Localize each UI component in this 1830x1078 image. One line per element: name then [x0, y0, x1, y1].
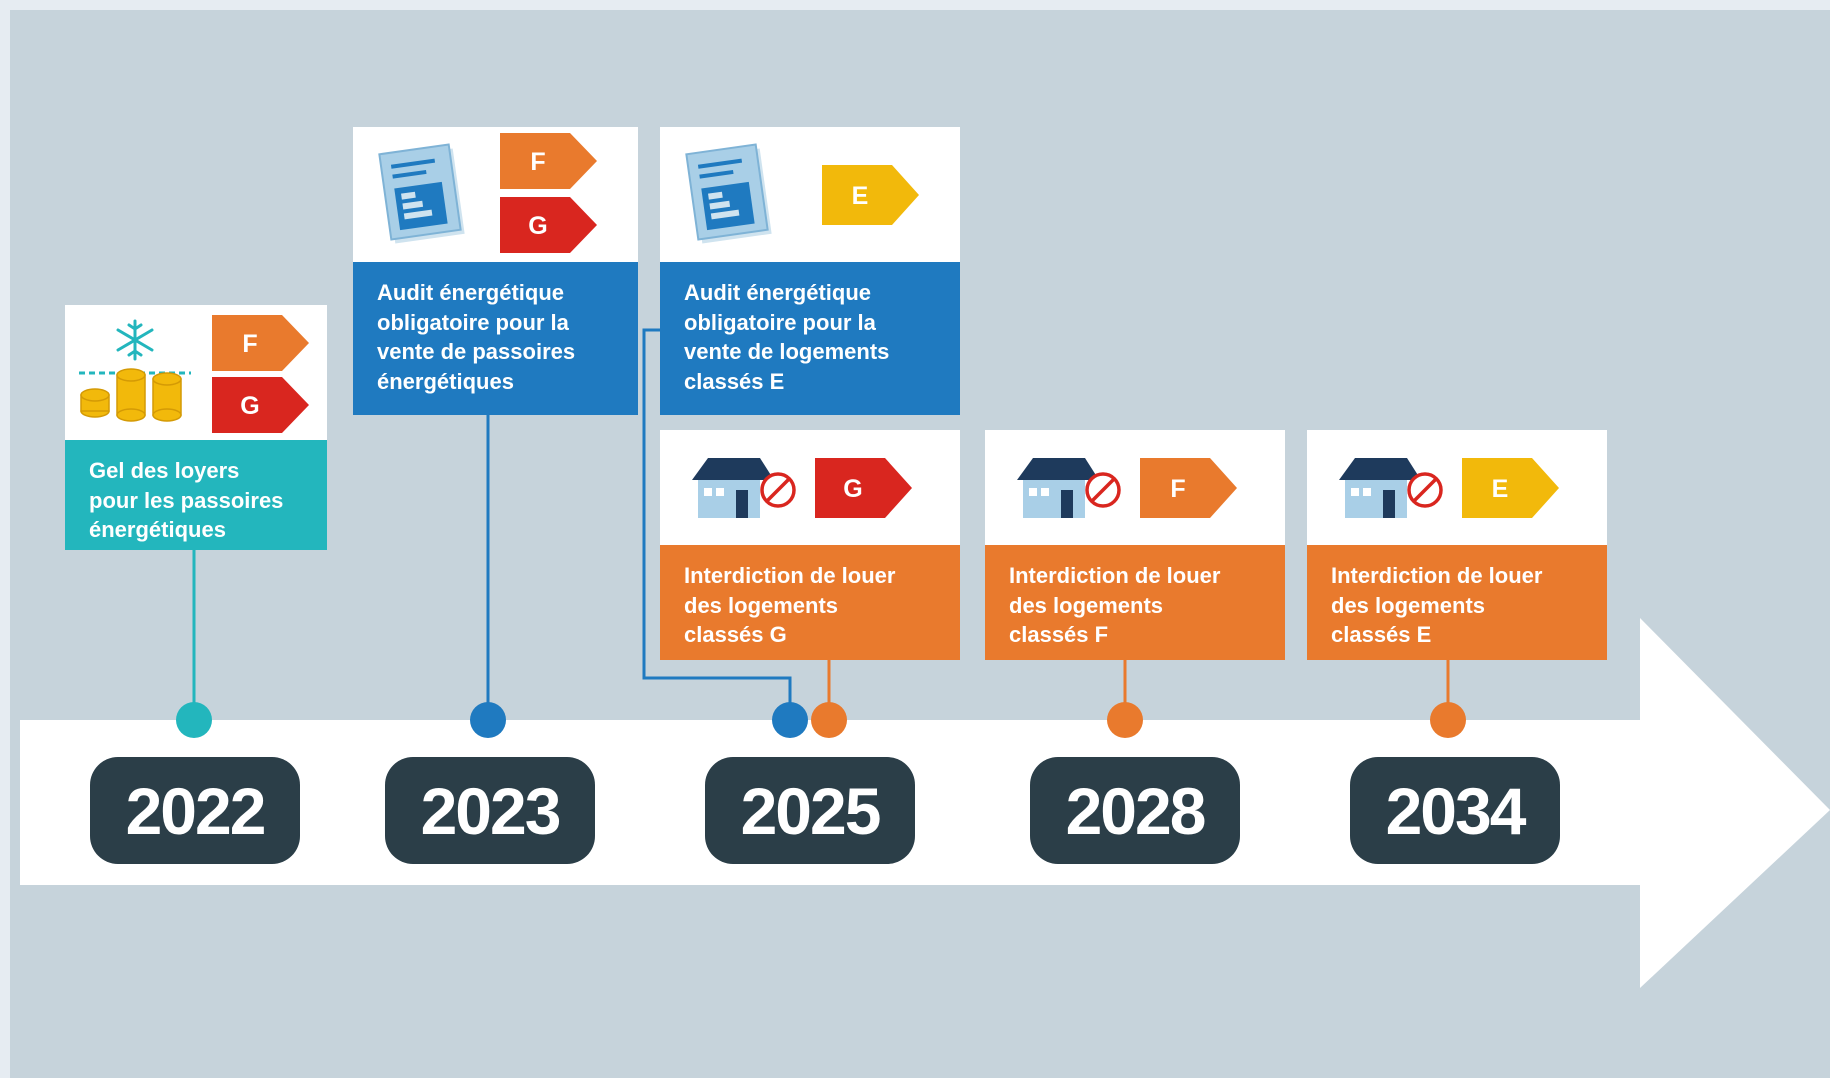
svg-text:F: F: [1170, 475, 1185, 503]
house-prohibited-icon: [692, 458, 796, 518]
card-text: Gel des loyers pour les passoires énergé…: [65, 440, 327, 550]
timeline-graphics: [20, 328, 1830, 988]
card-rent-ban-g: G Interdiction de louer des logements cl…: [660, 430, 960, 660]
svg-text:F: F: [242, 330, 257, 358]
energy-label-e: E: [1462, 458, 1559, 518]
energy-audit-document-icon: [378, 143, 465, 244]
energy-label-g: G: [815, 458, 912, 518]
svg-text:G: G: [843, 475, 862, 503]
card-text: Audit énergétique obligatoire pour la ve…: [660, 262, 960, 415]
year-badge-2022: 2022: [90, 757, 300, 864]
card-text: Interdiction de louer des logements clas…: [985, 545, 1285, 660]
year-badge-2025: 2025: [705, 757, 915, 864]
timeline-dot-2025-rent: [811, 702, 847, 738]
connector-line-2025-audit: [642, 328, 792, 718]
energy-label-g: G: [500, 197, 597, 253]
card-icon-area: E: [1307, 430, 1607, 545]
year-badge-2034: 2034: [1350, 757, 1560, 864]
card-audit-fg: F G Audit énergétique obligatoire pour l…: [353, 127, 638, 415]
energy-audit-document-icon: [685, 143, 772, 244]
svg-text:G: G: [240, 392, 259, 420]
card-rent-ban-f: F Interdiction de louer des logements cl…: [985, 430, 1285, 660]
card-icon-area: G: [660, 430, 960, 545]
frozen-coins-icon: [79, 319, 191, 422]
timeline-dot-2025-audit: [772, 702, 808, 738]
svg-text:E: E: [1492, 475, 1509, 503]
timeline-dot-2023: [470, 702, 506, 738]
card-text: Interdiction de louer des logements clas…: [660, 545, 960, 660]
timeline-arrow: [20, 618, 1830, 988]
card-audit-e: E Audit énergétique obligatoire pour la …: [660, 127, 960, 415]
card-text: Audit énergétique obligatoire pour la ve…: [353, 262, 638, 415]
year-badge-2023: 2023: [385, 757, 595, 864]
svg-text:E: E: [852, 182, 869, 210]
energy-label-f: F: [1140, 458, 1237, 518]
energy-label-f: F: [500, 133, 597, 189]
card-rent-freeze: F G Gel des loyers pour les passoires én…: [65, 305, 327, 550]
card-text: Interdiction de louer des logements clas…: [1307, 545, 1607, 660]
card-icon-area: F G: [353, 127, 638, 262]
energy-label-e: E: [822, 165, 919, 225]
timeline-dot-2028: [1107, 702, 1143, 738]
card-icon-area: F: [985, 430, 1285, 545]
background-panel: 2022 2023 2025 2028 2034: [10, 10, 1830, 1078]
card-icon-area: F G: [65, 305, 327, 440]
timeline-dot-2034: [1430, 702, 1466, 738]
svg-text:G: G: [528, 212, 547, 240]
house-prohibited-icon: [1339, 458, 1443, 518]
svg-text:F: F: [530, 148, 545, 176]
energy-label-f: F: [212, 315, 309, 371]
timeline-dot-2022: [176, 702, 212, 738]
card-rent-ban-e: E Interdiction de louer des logements cl…: [1307, 430, 1607, 660]
year-badge-2028: 2028: [1030, 757, 1240, 864]
energy-label-g: G: [212, 377, 309, 433]
card-icon-area: E: [660, 127, 960, 262]
house-prohibited-icon: [1017, 458, 1121, 518]
